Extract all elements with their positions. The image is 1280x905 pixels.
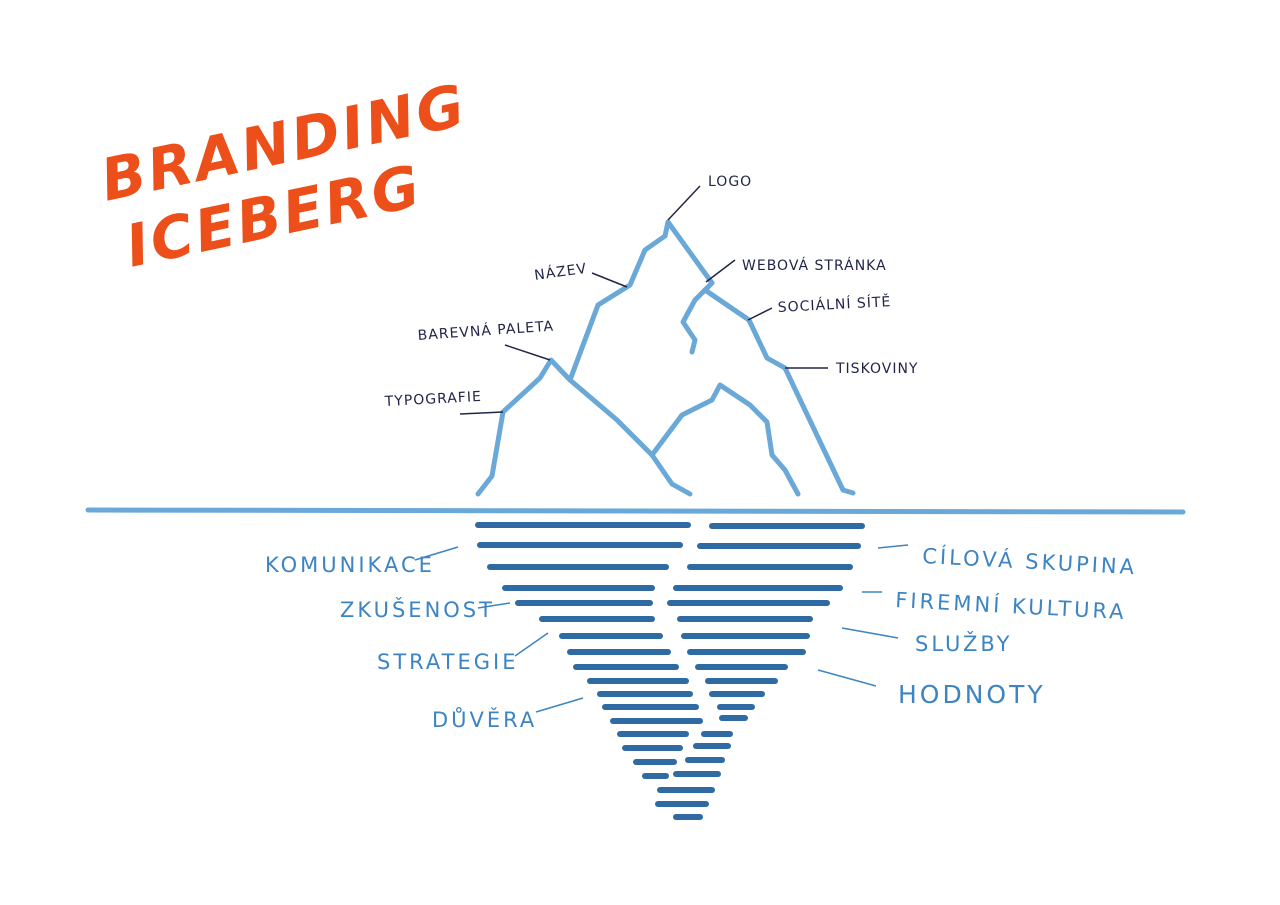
leader-komunikace [414,546,459,561]
label-typografie: TYPOGRAFIE [383,389,482,410]
leader-strategie [514,632,549,657]
underwater-stripes [475,522,865,820]
leader-sluzby [841,627,899,639]
iceberg-inner-ridge [567,377,693,497]
leader-barevna-paleta [504,344,551,361]
iceberg-crevasse [680,287,708,355]
label-firemni-kultura: FIREMNÍ KULTURA [895,587,1128,624]
tip-labels: LOGO NÁZEV WEBOVÁ STRÁNKA BAREVNÁ PALETA… [383,174,919,410]
iceberg-right-peak [649,382,801,497]
label-komunikace: KOMUNIKACE [265,553,435,577]
label-duvera: DŮVĚRA [432,706,537,732]
leader-zkusenost [477,602,511,609]
leader-webova-stranka [705,259,736,283]
label-strategie: STRATEGIE [377,650,518,674]
label-tiskoviny: TISKOVINY [835,361,919,377]
label-barevna-paleta: BAREVNÁ PALETA [417,317,555,343]
label-sluzby: SLUŽBY [915,631,1012,656]
label-hodnoty: HODNOTY [898,680,1046,709]
leader-typografie [459,411,504,415]
leader-socialni-site [747,307,773,321]
leader-nazev [591,272,628,288]
iceberg-tip [475,219,856,497]
leader-duvera [535,697,584,713]
label-socialni-site: SOCIÁLNÍ SÍTĚ [777,293,891,316]
iceberg-outline-left [475,219,856,497]
label-nazev: NÁZEV [533,260,588,284]
tip-leader-lines [459,185,828,415]
label-zkusenost: ZKUŠENOST [340,597,495,622]
leader-hodnoty [817,669,877,687]
deep-leader-lines [414,544,909,713]
label-webova-stranka: WEBOVÁ STRÁNKA [742,257,887,274]
water-line [85,507,1186,515]
leader-cilova-skupina [877,544,909,549]
label-cilova-skupina: CÍLOVÁ SKUPINA [922,543,1138,579]
leader-logo [667,185,701,221]
label-logo: LOGO [708,174,752,190]
